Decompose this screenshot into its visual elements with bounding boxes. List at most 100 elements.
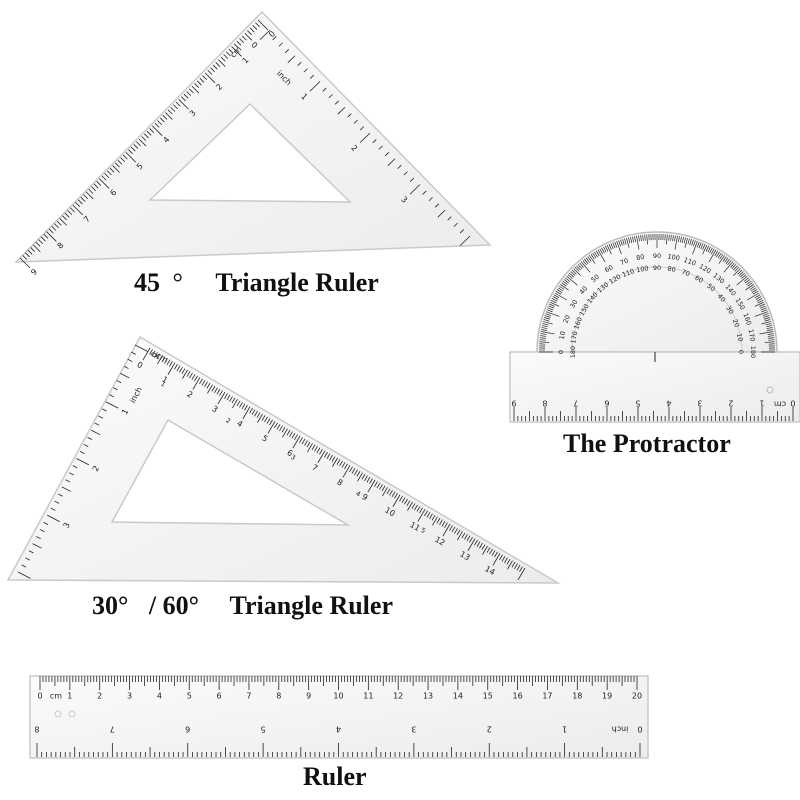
tick-mark — [278, 42, 283, 47]
protractor-tick — [722, 256, 727, 262]
protractor-tick — [557, 287, 564, 292]
protractor-tick — [560, 284, 569, 291]
tick-mark — [306, 441, 311, 448]
protractor-tick — [718, 255, 725, 264]
tick-mark — [125, 151, 136, 163]
tick-mark — [399, 495, 403, 502]
protractor-tick — [764, 341, 775, 343]
protractor-tick — [550, 299, 557, 304]
scale-number: 8 — [276, 692, 281, 701]
tick-mark — [196, 80, 202, 86]
protractor-tick — [570, 271, 576, 276]
tick-mark — [442, 523, 451, 537]
tick-mark — [236, 400, 241, 407]
tick-mark — [504, 557, 508, 564]
scale-number: 1 — [67, 692, 72, 701]
tick-mark — [297, 61, 302, 66]
tick-mark — [120, 157, 126, 163]
scale-number: 0 — [149, 351, 159, 360]
tick-mark — [364, 475, 368, 481]
protractor-tick — [592, 252, 597, 259]
tick-mark — [331, 456, 336, 462]
protractor-tick — [754, 294, 761, 299]
tick-mark — [287, 55, 296, 64]
tick-mark — [257, 19, 269, 31]
protractor-tick — [761, 309, 768, 313]
tick-mark — [85, 191, 94, 200]
tick-mark — [69, 207, 75, 213]
protractor-tick — [552, 296, 559, 300]
protractor-tick — [687, 238, 690, 245]
tick-mark — [386, 488, 391, 495]
tick-mark — [101, 175, 107, 181]
tick-mark — [499, 554, 503, 561]
tick-mark — [36, 536, 41, 540]
tick-mark — [431, 514, 436, 521]
protractor-tick — [612, 242, 616, 249]
protractor-tick — [768, 339, 775, 341]
tick-mark — [59, 218, 68, 226]
protractor-tick — [754, 301, 765, 307]
tick-mark — [123, 365, 129, 369]
protractor-tick — [544, 315, 551, 318]
protractor-tick — [573, 268, 581, 276]
protractor-tick — [668, 234, 670, 241]
tick-mark — [204, 381, 208, 388]
tick-mark — [461, 532, 466, 539]
protractor-inner-number: 180 — [569, 346, 577, 358]
tick-mark — [83, 194, 88, 200]
tick-mark — [51, 225, 57, 231]
tick-mark — [43, 233, 49, 239]
tick-mark — [166, 359, 171, 366]
tick-mark — [239, 38, 245, 44]
protractor-tick — [579, 262, 584, 268]
protractor-tick — [626, 237, 630, 248]
caption-triangle-45: 45 ° Triangle Ruler — [134, 268, 379, 298]
tick-mark — [447, 216, 452, 221]
tick-mark — [167, 362, 176, 375]
protractor-inner-number: 160 — [572, 316, 584, 330]
tick-mark — [223, 54, 229, 59]
tick-mark — [426, 512, 431, 518]
tick-mark — [61, 486, 71, 492]
scale-number: 20 — [632, 692, 642, 701]
tick-mark — [341, 462, 346, 468]
tick-mark — [269, 419, 273, 426]
scale-number: 5 — [261, 725, 266, 734]
protractor-inner-number: 170 — [569, 331, 579, 345]
protractor-tick — [745, 284, 754, 291]
tick-mark — [397, 164, 402, 169]
protractor-tick — [761, 321, 772, 325]
scale-number: 7 — [82, 214, 92, 224]
scale-number: 16 — [513, 692, 523, 701]
tick-mark — [307, 443, 313, 453]
tick-mark — [146, 130, 152, 136]
tick-mark — [353, 119, 358, 124]
tick-mark — [134, 344, 148, 352]
tick-mark — [104, 173, 110, 178]
tick-mark — [232, 399, 238, 409]
tick-mark — [476, 541, 481, 547]
tick-mark — [292, 435, 301, 449]
protractor-tick — [580, 261, 591, 273]
protractor-tick — [547, 307, 554, 311]
tick-mark — [379, 484, 383, 490]
unit-label-cm: cm — [774, 400, 786, 409]
tick-mark — [507, 560, 513, 570]
tick-mark — [516, 564, 521, 571]
tick-mark — [231, 397, 236, 404]
caption-separator: / — [148, 591, 157, 620]
protractor-inner-number: 90 — [653, 264, 661, 272]
protractor-tick — [553, 294, 560, 299]
tick-mark — [228, 48, 234, 54]
tick-mark — [175, 101, 181, 107]
protractor-inner-number: 60 — [693, 274, 704, 285]
tick-mark — [272, 36, 277, 41]
tick-mark — [391, 491, 396, 498]
tick-mark — [342, 465, 351, 478]
tick-mark — [454, 528, 458, 534]
